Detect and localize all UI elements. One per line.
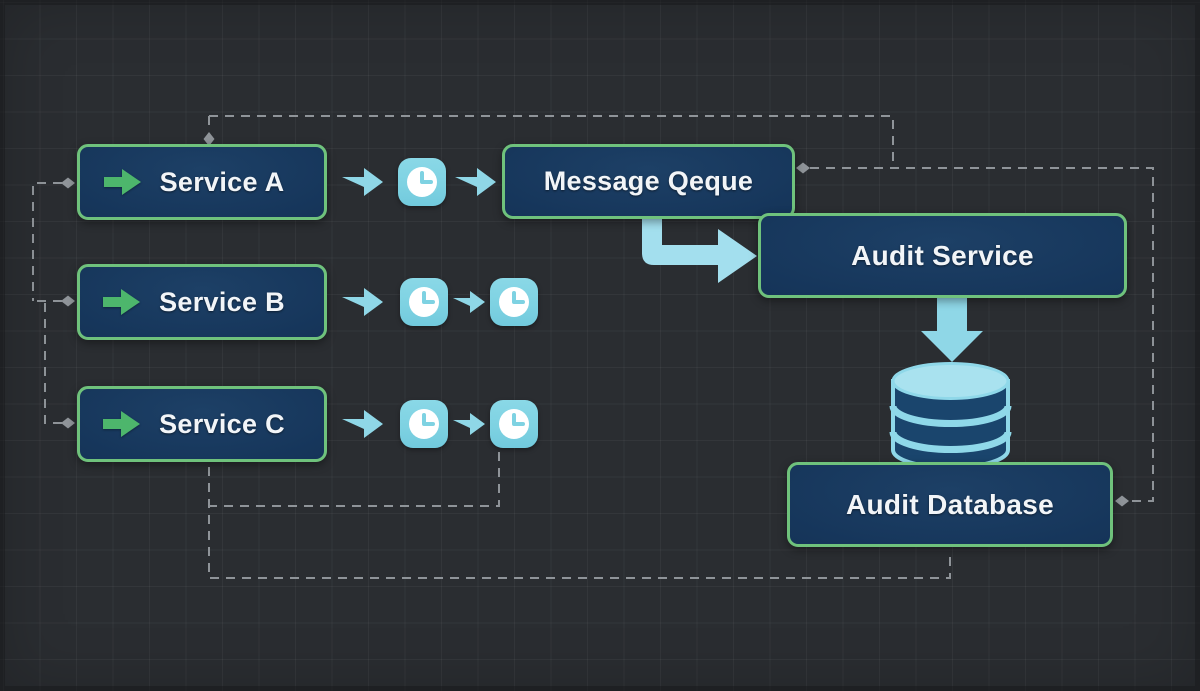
- clock-face: [499, 287, 529, 317]
- flow-arrow-icon: [455, 168, 496, 196]
- service-b-node[interactable]: Service B: [77, 264, 327, 340]
- service-c-node[interactable]: Service C: [77, 386, 327, 462]
- dashed-connector: [810, 167, 1154, 502]
- green-right-arrow-icon: [103, 411, 141, 437]
- dashed-connector: [32, 182, 62, 301]
- flow-arrow-icon: [342, 410, 383, 438]
- dashed-connector: [209, 452, 500, 507]
- clock-face: [407, 167, 437, 197]
- flow-arrow-icon: [453, 291, 485, 313]
- clock-icon[interactable]: [490, 400, 538, 448]
- audit-service-node[interactable]: Audit Service: [758, 213, 1127, 298]
- elbow-arrow-icon: [642, 219, 757, 283]
- service-b-label: Service B: [159, 286, 285, 317]
- dashed-connectors: [32, 115, 1154, 579]
- diamond-endpoint-icon: [1115, 495, 1129, 507]
- down-arrow-icon: [921, 298, 983, 362]
- flow-arrow-icon: [342, 168, 383, 196]
- audit-database-node[interactable]: Audit Database: [787, 462, 1113, 547]
- service-a-node[interactable]: Service A: [77, 144, 327, 220]
- service-a-label: Service A: [159, 166, 285, 197]
- green-right-arrow-icon: [103, 169, 141, 195]
- audit-service-label: Audit Service: [851, 239, 1034, 271]
- audit-database-label: Audit Database: [845, 488, 1055, 520]
- dashed-connector: [208, 467, 951, 579]
- green-right-arrow-icon: [103, 289, 141, 315]
- flow-arrow-icon: [342, 288, 383, 316]
- dashed-connector: [44, 301, 62, 424]
- message-queue-node[interactable]: Message Qeque: [502, 144, 795, 219]
- clock-face: [499, 409, 529, 439]
- clock-icon[interactable]: [400, 400, 448, 448]
- message-queue-label: Message Qeque: [543, 166, 754, 196]
- clock-icon[interactable]: [400, 278, 448, 326]
- diamond-endpoint-icon: [61, 417, 75, 429]
- diamond-endpoint-icon: [61, 295, 75, 307]
- service-c-label: Service C: [159, 408, 285, 439]
- flow-arrows: [342, 168, 983, 438]
- clock-face: [409, 287, 439, 317]
- diamond-endpoint-icon: [796, 162, 810, 174]
- dashed-connector: [209, 115, 894, 168]
- flow-arrow-icon: [453, 413, 485, 435]
- diamond-endpoint-icon: [61, 177, 75, 189]
- clock-face: [409, 409, 439, 439]
- clock-icon[interactable]: [398, 158, 446, 206]
- database-cylinder-icon[interactable]: [889, 362, 1012, 470]
- clock-icon[interactable]: [490, 278, 538, 326]
